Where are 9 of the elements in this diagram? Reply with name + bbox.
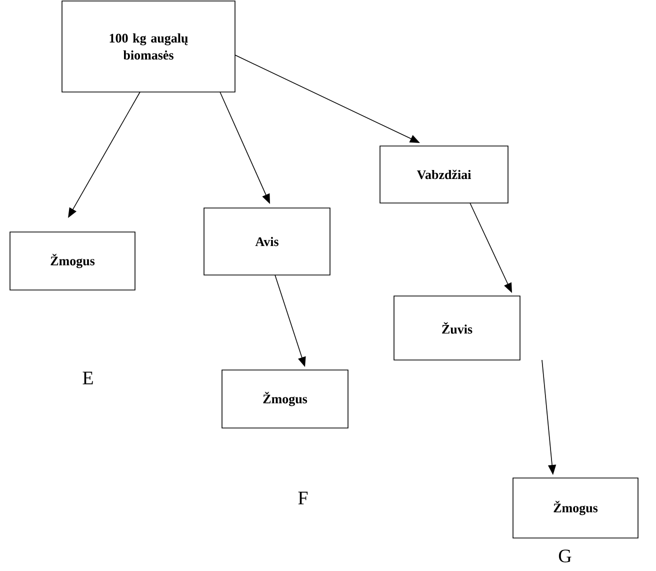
- process-box: Avis: [204, 208, 330, 276]
- letter-label: E: [82, 372, 93, 384]
- process-box: Žmogus: [512, 478, 638, 538]
- process-box: Žmogus: [10, 232, 136, 290]
- letter-label: F: [298, 492, 308, 504]
- process-box: Vabzdžiai: [380, 146, 508, 204]
- process-box: Žmogus: [222, 370, 348, 428]
- process-box: 100 kg augalų biomasės: [62, 0, 236, 92]
- process-box: Žuvis: [394, 296, 520, 360]
